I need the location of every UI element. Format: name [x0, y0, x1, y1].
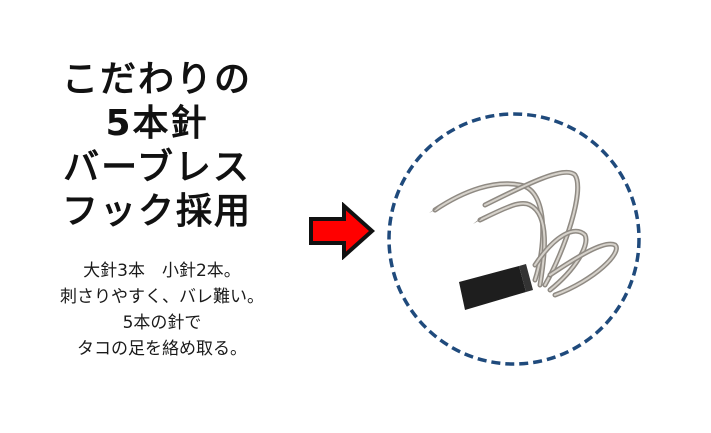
- description-line-1: 大針3本 小針2本。: [83, 261, 241, 281]
- headline-line-4: フック採用: [61, 191, 252, 232]
- description: 大針3本 小針2本。 刺さりやすく、バレ難い。 5本の針で タコの足を絡め取る。: [22, 258, 302, 362]
- right-arrow-icon: [309, 202, 376, 260]
- description-line-3: 5本の針で: [122, 313, 202, 333]
- headline: こだわりの 5本針 バーブレス フック採用: [22, 58, 292, 234]
- hook-image: [429, 169, 619, 310]
- headline-line-2: 5本針: [105, 103, 209, 144]
- headline-line-1: こだわりの: [61, 59, 252, 100]
- description-line-2: 刺さりやすく、バレ難い。: [60, 287, 264, 307]
- description-line-4: タコの足を絡め取る。: [77, 339, 247, 359]
- headline-line-3: バーブレス: [63, 147, 251, 188]
